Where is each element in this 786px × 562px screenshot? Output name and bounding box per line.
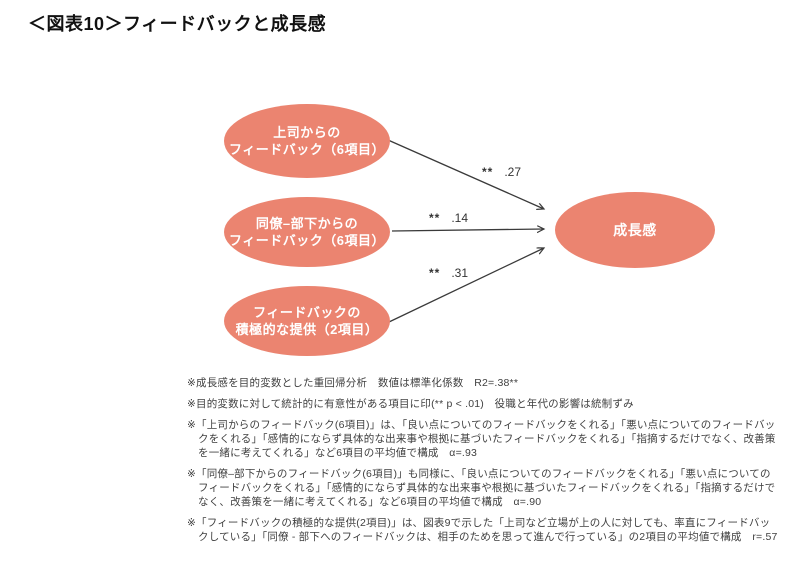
node-provision-label-line2: 積極的な提供（2項目） — [235, 322, 379, 337]
coefficient-value: .14 — [451, 211, 469, 225]
significance-marker: ** — [482, 165, 494, 179]
coefficient-peer-to-growth: ** .14 — [429, 211, 468, 225]
node-provision-label-line1: フィードバックの — [253, 305, 361, 320]
node-boss-feedback: 上司からの フィードバック（6項目） — [224, 104, 390, 178]
footnote-provision-scale: ※「フィードバックの積極的な提供(2項目)」は、図表9で示した「上司など立場が上… — [187, 517, 778, 543]
figure-title: ＜図表10＞フィードバックと成長感 — [28, 14, 327, 34]
path-arrow-peer-to-growth — [391, 229, 544, 231]
coefficient-boss-to-growth: ** .27 — [482, 165, 521, 179]
footnote-regression: ※成長感を目的変数とした重回帰分析 数値は標準化係数 R2=.38** — [187, 377, 519, 389]
node-boss-feedback-label-line1: 上司からの — [273, 125, 341, 140]
node-peer-feedback-label-line2: フィードバック（6項目） — [229, 233, 385, 248]
significance-marker: ** — [429, 211, 441, 225]
footnote-significance: ※目的変数に対して統計的に有意性がある項目に印(** p < .01) 役職と年… — [187, 398, 634, 410]
coefficient-value: .27 — [504, 165, 522, 179]
node-boss-feedback-label-line2: フィードバック（6項目） — [229, 142, 385, 157]
node-growth-sense-label: 成長感 — [613, 221, 657, 238]
node-active-feedback-provision: フィードバックの 積極的な提供（2項目） — [224, 286, 390, 356]
footnotes: ※成長感を目的変数とした重回帰分析 数値は標準化係数 R2=.38** ※目的変… — [187, 376, 779, 551]
path-arrow-provision-to-growth — [388, 248, 544, 323]
node-peer-feedback-label-line1: 同僚–部下からの — [255, 216, 359, 231]
significance-marker: ** — [429, 266, 441, 280]
footnote-peer-feedback-scale: ※「同僚–部下からのフィードバック(6項目)」も同様に、「良い点についてのフィー… — [187, 468, 776, 508]
node-peer-subordinate-feedback: 同僚–部下からの フィードバック（6項目） — [224, 197, 390, 267]
node-growth-sense: 成長感 — [555, 192, 715, 268]
footnote-boss-feedback-scale: ※「上司からのフィードバック(6項目)」は、「良い点についてのフィードバックをく… — [187, 419, 776, 459]
coefficient-value: .31 — [451, 266, 469, 280]
coefficient-provision-to-growth: ** .31 — [429, 266, 468, 280]
